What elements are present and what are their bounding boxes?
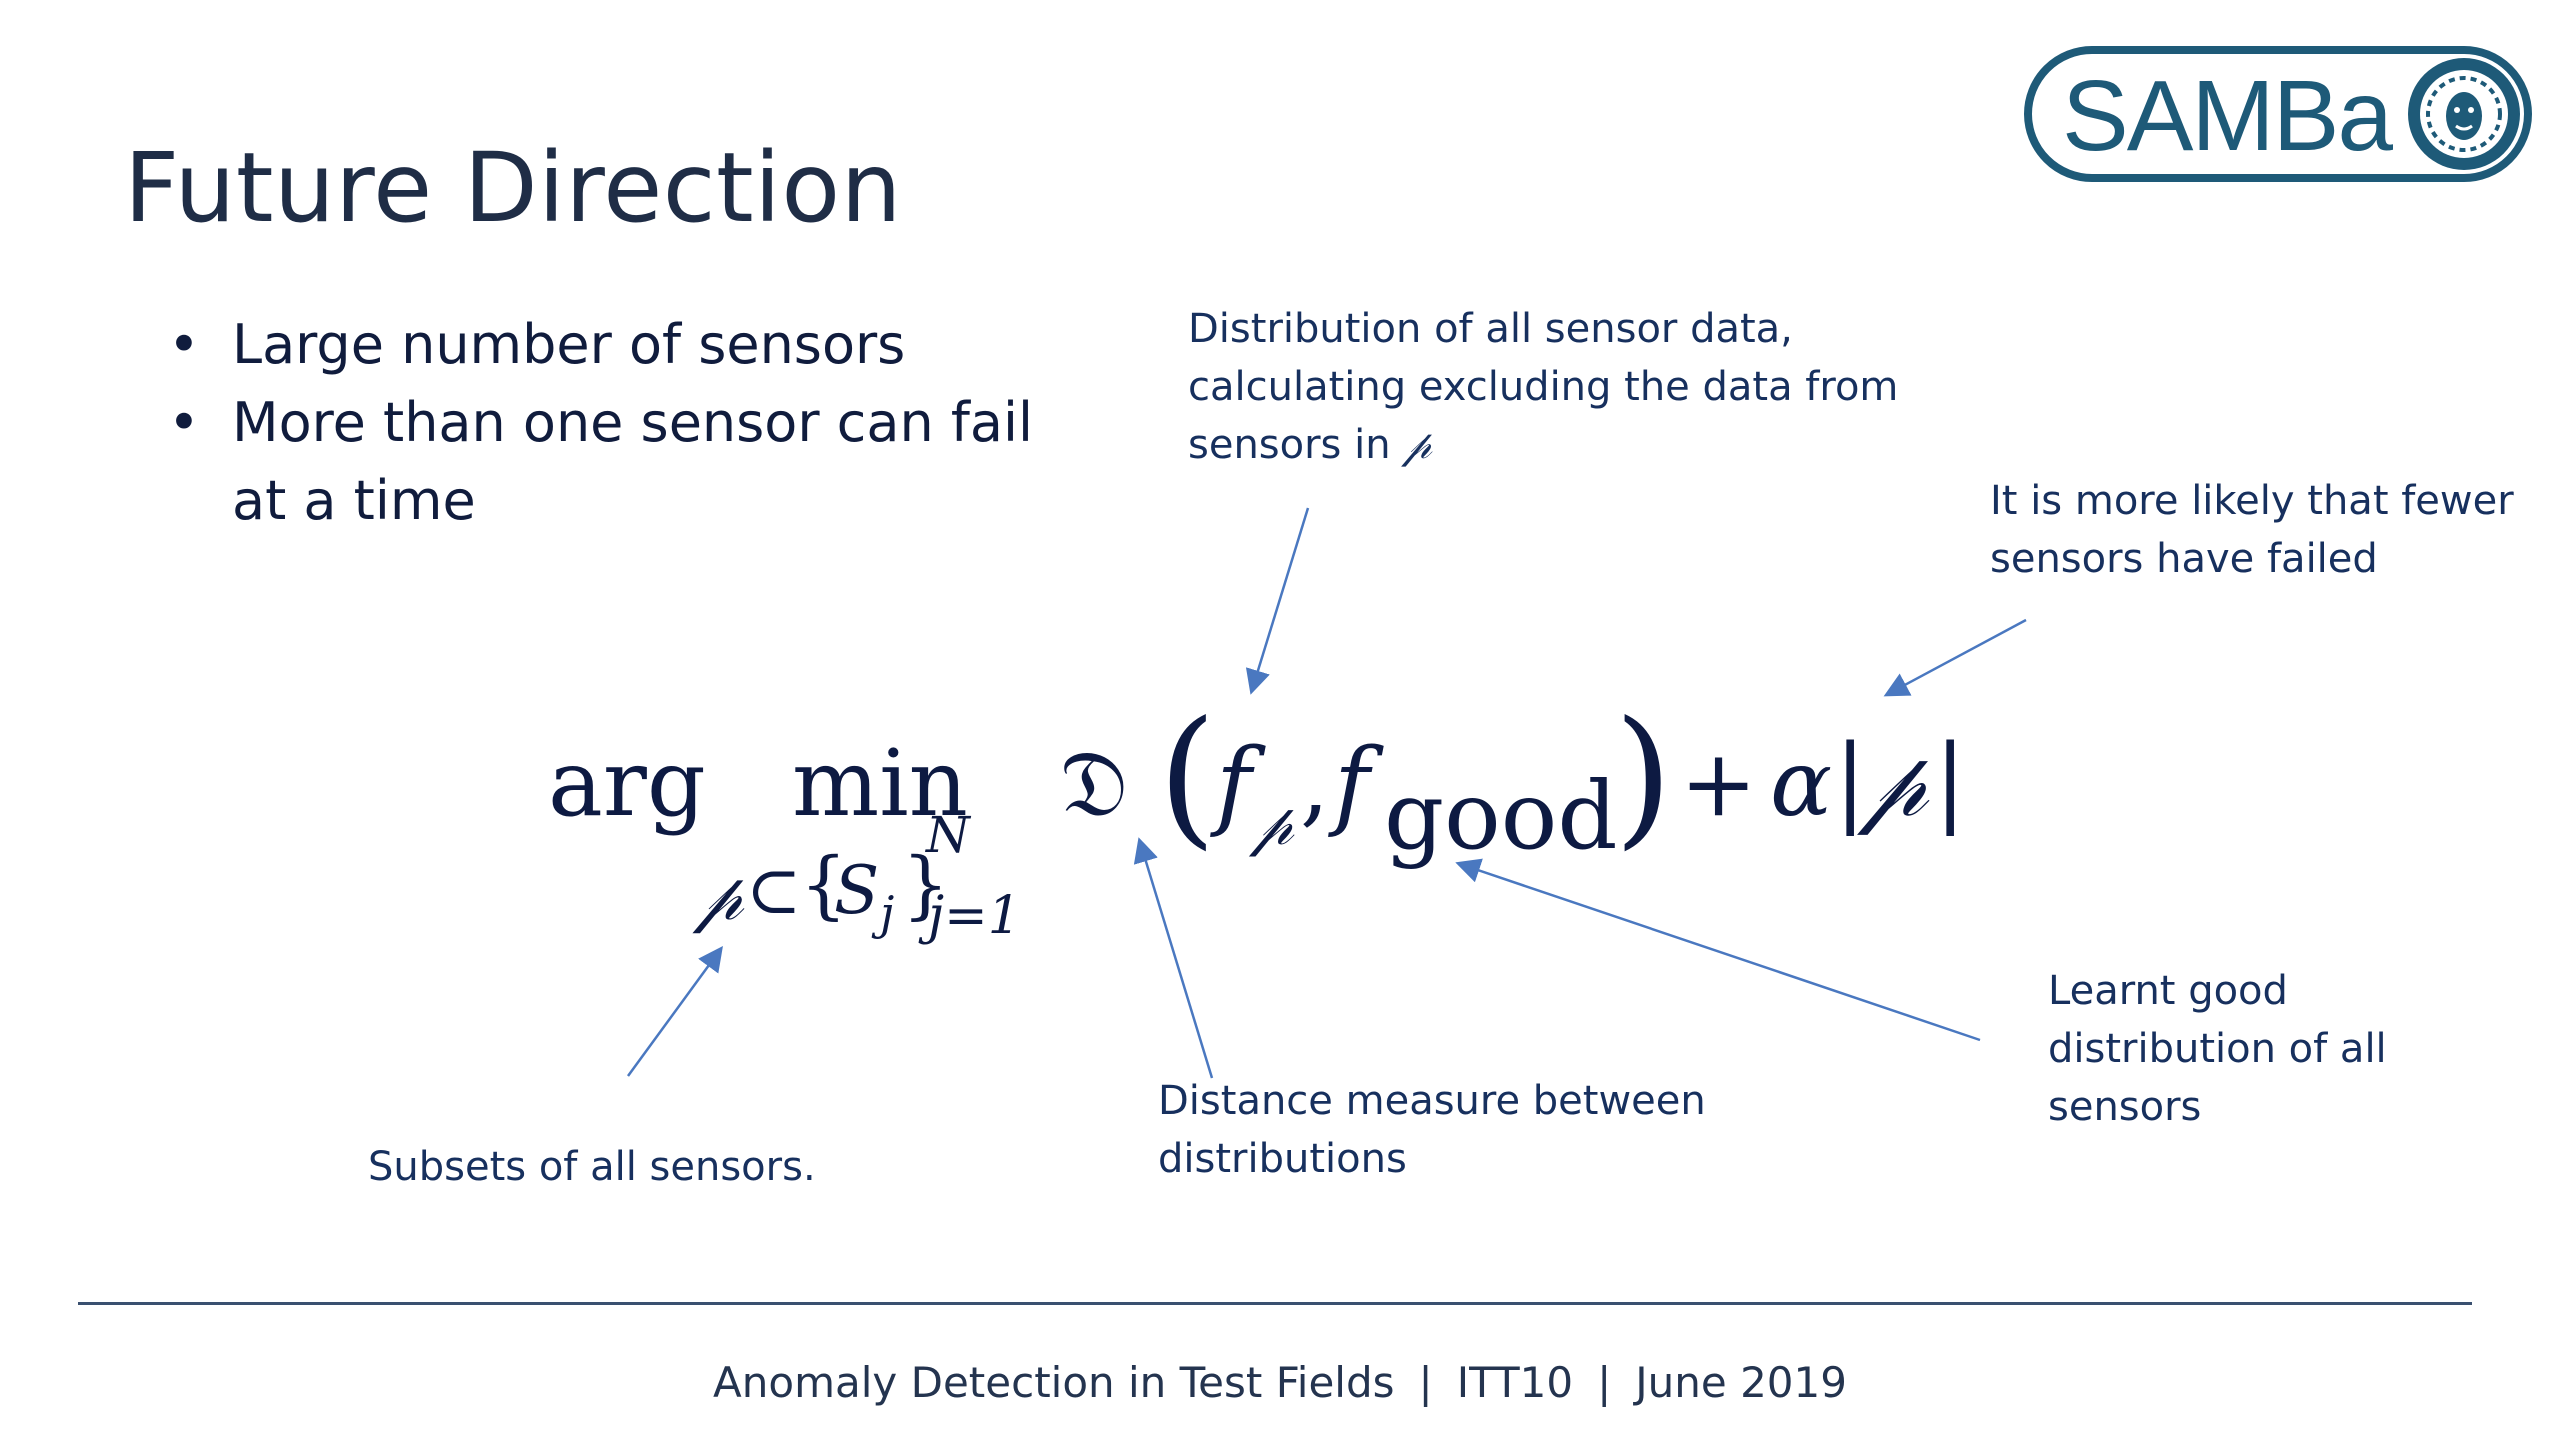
samba-logo-text: SAMBa xyxy=(2062,60,2393,172)
formula-abs-open: | xyxy=(1834,724,1867,836)
annotation-line: sensors have failed xyxy=(1990,536,2378,582)
annotation-fewer-failed: It is more likely that fewer sensors hav… xyxy=(1990,472,2530,588)
formula-comma: , xyxy=(1300,730,1330,837)
arrow-to-f-p xyxy=(1245,507,1310,695)
annotation-line: It is more likely that fewer xyxy=(1990,478,2514,524)
annotation-distribution: Distribution of all sensor data, calcula… xyxy=(1188,300,1948,474)
footer-conference: ITT10 xyxy=(1456,1358,1574,1407)
footer-divider xyxy=(78,1302,2472,1305)
formula-f1-sub: 𝓅 xyxy=(1252,790,1294,858)
formula-sub-j: j xyxy=(880,886,895,940)
bullet-text: More than one sensor can fail at a time xyxy=(232,391,1033,532)
bullet-text: Large number of sensors xyxy=(232,313,906,376)
script-p-symbol: 𝓅 xyxy=(1403,422,1432,468)
annotation-learnt-good: Learnt good distribution of all sensors xyxy=(2048,962,2468,1136)
samba-face-emblem-icon xyxy=(2408,58,2520,170)
slide-title: Future Direction xyxy=(124,132,902,244)
footer-separator: | xyxy=(1597,1358,1612,1407)
arrow-to-alpha-p xyxy=(1883,618,2027,697)
annotation-line: Distance measure between xyxy=(1158,1078,1706,1124)
annotation-subsets: Subsets of all sensors. xyxy=(368,1144,816,1190)
bullet-dot-icon: • xyxy=(168,391,200,454)
annotation-distance-measure: Distance measure between distributions xyxy=(1158,1072,1758,1188)
formula-min: min xyxy=(792,730,968,837)
formula-abs-p: 𝓅 xyxy=(1862,730,1928,837)
annotation-text: sensors in xyxy=(1188,422,1404,468)
annotation-line: distributions xyxy=(1158,1136,1407,1182)
formula-distance: 𝔇 xyxy=(1060,730,1129,837)
formula-sub-set-open: { xyxy=(800,842,848,928)
footer-event: Anomaly Detection in Test Fields xyxy=(713,1358,1395,1407)
formula-sub-subset: ⊂ xyxy=(746,852,802,929)
bullet-item: • More than one sensor can fail at a tim… xyxy=(168,384,1092,540)
bullet-item: • Large number of sensors xyxy=(168,306,1092,384)
footer-separator: | xyxy=(1418,1358,1433,1407)
arrow-to-subsets xyxy=(626,945,723,1077)
arrow-to-distance xyxy=(1133,837,1214,1079)
annotation-line: distribution of all xyxy=(2048,1026,2387,1072)
formula-sub-p: 𝓅 xyxy=(696,858,744,935)
formula-paren-open: ( xyxy=(1158,690,1217,864)
bullet-list: • Large number of sensors • More than on… xyxy=(168,306,1092,540)
bullet-dot-icon: • xyxy=(168,313,200,376)
annotation-line: Learnt good xyxy=(2048,968,2288,1014)
formula-f2: f xyxy=(1334,728,1370,840)
annotation-line: sensors xyxy=(2048,1084,2202,1130)
formula-arg: arg xyxy=(548,730,706,837)
footer: Anomaly Detection in Test Fields | ITT10 | J… xyxy=(0,1358,2560,1407)
formula-paren-close: ) xyxy=(1614,690,1673,864)
samba-logo: SAMBa xyxy=(2024,46,2532,182)
formula-alpha: α xyxy=(1770,730,1833,837)
annotation-line: Distribution of all sensor data, xyxy=(1188,306,1793,352)
formula-f2-sub: good xyxy=(1384,762,1618,871)
footer-date: June 2019 xyxy=(1635,1358,1847,1407)
formula-sub-s: S xyxy=(834,852,880,929)
annotation-line: calculating excluding the data from xyxy=(1188,364,1899,410)
formula-sup-n: N xyxy=(926,806,970,864)
formula-abs-close: | xyxy=(1934,724,1967,836)
formula-sub-set-close: } xyxy=(902,842,950,928)
annotation-line: sensors in 𝓅 xyxy=(1188,416,1948,474)
formula-f1: f xyxy=(1216,728,1252,840)
arrow-to-f-good xyxy=(1455,858,1981,1042)
formula-plus: + xyxy=(1680,730,1758,837)
formula-sub-j-eq: j=1 xyxy=(928,886,1021,946)
